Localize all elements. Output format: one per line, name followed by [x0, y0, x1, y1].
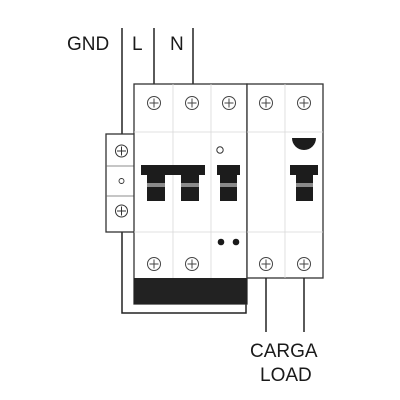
load-label-es: CARGA	[250, 341, 318, 362]
main-breaker-module	[133, 83, 248, 305]
gnd-return-wire	[121, 232, 247, 314]
indicator-dot-icon	[217, 238, 225, 246]
terminal-screw-icon	[147, 96, 161, 110]
status-indicator-icon	[292, 138, 316, 150]
secondary-toggle-handle	[290, 165, 318, 201]
terminal-screw-icon	[259, 96, 273, 110]
terminal-screw-icon	[222, 96, 236, 110]
gnd-label: GND	[67, 34, 109, 55]
indicator-dot-icon	[232, 238, 240, 246]
terminal-screw-icon	[185, 96, 199, 110]
line-label: L	[132, 34, 143, 55]
terminal-screw-icon	[185, 257, 199, 271]
terminal-screw-icon	[115, 204, 128, 218]
ground-terminal-block	[105, 133, 138, 233]
aux-toggle-handle	[217, 165, 240, 201]
load-label-en: LOAD	[260, 365, 312, 386]
main-toggle-handle	[141, 165, 205, 201]
breaker-base-bar	[134, 278, 247, 304]
neutral-label: N	[170, 34, 184, 55]
terminal-screw-icon	[259, 257, 273, 271]
secondary-breaker-module	[246, 83, 324, 279]
terminal-screw-icon	[297, 96, 311, 110]
terminal-screw-icon	[147, 257, 161, 271]
terminal-screw-icon	[297, 257, 311, 271]
terminal-screw-icon	[115, 144, 128, 158]
test-indicator-icon	[216, 146, 224, 154]
terminal-hole-icon	[118, 178, 125, 184]
